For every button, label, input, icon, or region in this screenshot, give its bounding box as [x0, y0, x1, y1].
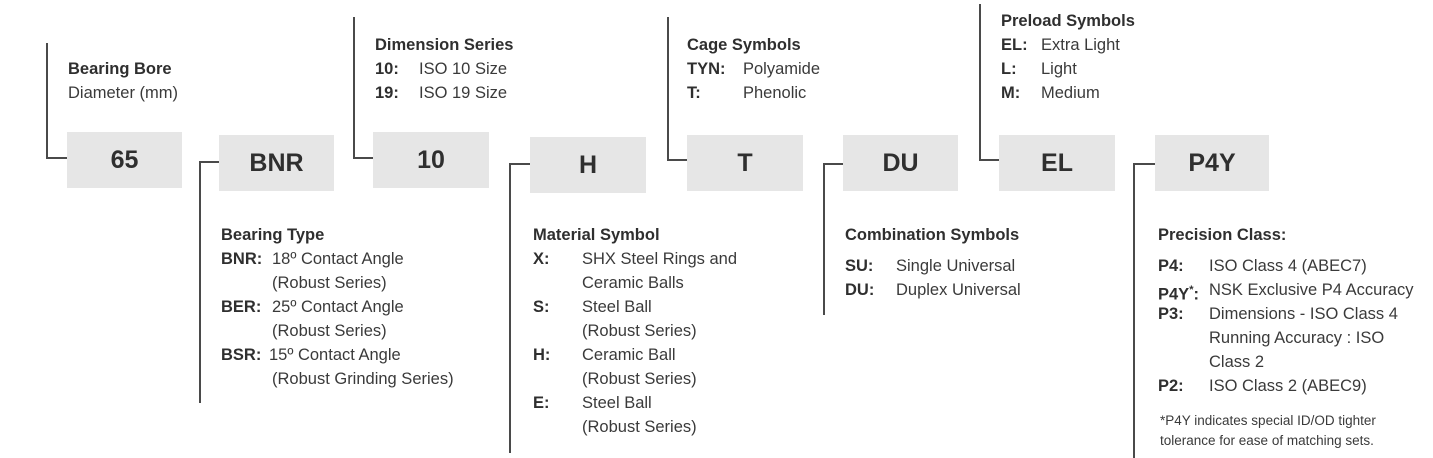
- connector-combination: [823, 163, 825, 315]
- connector-material: [509, 163, 511, 453]
- connector-type: [199, 161, 201, 403]
- list-item-continuation: (Robust Series): [272, 274, 387, 292]
- code-description: Steel Ball: [582, 394, 652, 412]
- list-item-continuation: Ceramic Balls: [582, 274, 684, 292]
- bore-subtitle: Diameter (mm): [68, 84, 178, 102]
- code-description: Single Universal: [896, 257, 1016, 275]
- list-item-continuation: (Robust Series): [582, 322, 697, 340]
- code-label: DU:: [845, 281, 875, 299]
- precision-title: Precision Class:: [1158, 226, 1287, 244]
- code-label: P2:: [1158, 377, 1184, 395]
- code-description: Light: [1041, 60, 1077, 78]
- connector-preload-h: [979, 159, 999, 161]
- code-description: NSK Exclusive P4 Accuracy: [1209, 281, 1414, 299]
- code-label: TYN:: [687, 60, 726, 78]
- code-description: 18º Contact Angle: [272, 250, 404, 268]
- list-item-continuation: (Robust Series): [272, 322, 387, 340]
- code-box-dimension: 10: [373, 132, 489, 188]
- connector-preload: [979, 4, 981, 161]
- asterisk-mark: *: [1189, 284, 1194, 296]
- code-label: P4:: [1158, 257, 1184, 275]
- code-description: 15º Contact Angle: [269, 346, 401, 364]
- code-label: M:: [1001, 84, 1021, 102]
- code-box-precision: P4Y: [1155, 135, 1269, 191]
- code-box-material: H: [530, 137, 646, 193]
- footnote-line-2: tolerance for ease of matching sets.: [1160, 433, 1374, 448]
- code-description: ISO 10 Size: [419, 60, 508, 78]
- code-description: ISO Class 2 (ABEC9): [1209, 377, 1367, 395]
- code-description: 25º Contact Angle: [272, 298, 404, 316]
- connector-bore-h: [46, 157, 67, 159]
- code-label: H:: [533, 346, 551, 364]
- connector-bore: [46, 43, 48, 159]
- code-description: Medium: [1041, 84, 1100, 102]
- code-description: Ceramic Ball: [582, 346, 676, 364]
- code-description: Dimensions - ISO Class 4: [1209, 305, 1398, 323]
- connector-cage: [667, 17, 669, 161]
- combination-title: Combination Symbols: [845, 226, 1020, 244]
- connector-dimension-h: [353, 157, 373, 159]
- connector-precision: [1133, 163, 1135, 458]
- code-label: 10:: [375, 60, 399, 78]
- code-label: P3:: [1158, 305, 1184, 323]
- list-item-continuation: (Robust Grinding Series): [272, 370, 454, 388]
- code-label: X:: [533, 250, 550, 268]
- code-label: BER:: [221, 298, 262, 316]
- code-description: Steel Ball: [582, 298, 652, 316]
- connector-combination-h: [823, 163, 843, 165]
- dimension-title: Dimension Series: [375, 36, 514, 54]
- code-label: T:: [687, 84, 701, 102]
- code-label: E:: [533, 394, 550, 412]
- code-label-text: P4Y: [1158, 285, 1190, 304]
- code-description: Duplex Universal: [896, 281, 1021, 299]
- connector-material-h: [509, 163, 530, 165]
- code-box-type: BNR: [219, 135, 334, 191]
- bearing-type-title: Bearing Type: [221, 226, 325, 244]
- list-item-continuation: (Robust Series): [582, 370, 697, 388]
- code-label-colon: :: [1193, 285, 1199, 304]
- code-description: Extra Light: [1041, 36, 1120, 54]
- code-label: SU:: [845, 257, 874, 275]
- code-label: L:: [1001, 60, 1017, 78]
- connector-type-h: [199, 161, 219, 163]
- code-label: S:: [533, 298, 550, 316]
- list-item-continuation: Class 2: [1209, 353, 1265, 371]
- code-box-cage: T: [687, 135, 803, 191]
- preload-title: Preload Symbols: [1001, 12, 1135, 30]
- code-description: SHX Steel Rings and: [582, 250, 738, 268]
- bore-title: Bearing Bore: [68, 60, 172, 78]
- code-label: EL:: [1001, 36, 1028, 54]
- connector-dimension: [353, 17, 355, 159]
- code-label: P4Y*:: [1158, 278, 1199, 307]
- code-box-combination: DU: [843, 135, 958, 191]
- code-description: Polyamide: [743, 60, 821, 78]
- code-box-bore: 65: [67, 132, 182, 188]
- material-title: Material Symbol: [533, 226, 660, 244]
- cage-title: Cage Symbols: [687, 36, 801, 54]
- code-label: BSR:: [221, 346, 262, 364]
- list-item-continuation: Running Accuracy : ISO: [1209, 329, 1385, 347]
- connector-precision-h: [1133, 163, 1155, 165]
- code-box-preload: EL: [999, 135, 1115, 191]
- code-description: Phenolic: [743, 84, 807, 102]
- footnote-line-1: *P4Y indicates special ID/OD tighter: [1160, 413, 1376, 428]
- connector-cage-h: [667, 159, 687, 161]
- code-label: 19:: [375, 84, 399, 102]
- code-description: ISO Class 4 (ABEC7): [1209, 257, 1367, 275]
- code-description: ISO 19 Size: [419, 84, 508, 102]
- list-item-continuation: (Robust Series): [582, 418, 697, 436]
- code-label: BNR:: [221, 250, 263, 268]
